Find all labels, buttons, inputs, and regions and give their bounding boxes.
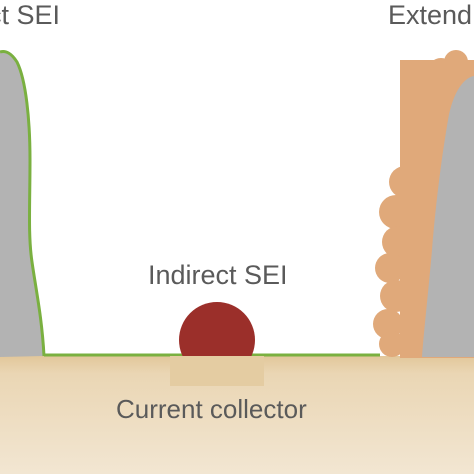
- left-sei-outline: [0, 50, 46, 357]
- right-electrode-deposit: [422, 76, 474, 357]
- collector-overlap: [170, 356, 264, 386]
- current-collector-label: Current collector: [116, 394, 307, 424]
- left-electrode-deposit: [0, 51, 44, 358]
- left-sei-label: ct SEI: [0, 0, 61, 30]
- indirect-sei-label: Indirect SEI: [148, 260, 288, 290]
- extended-sei-label: Extend: [388, 0, 473, 30]
